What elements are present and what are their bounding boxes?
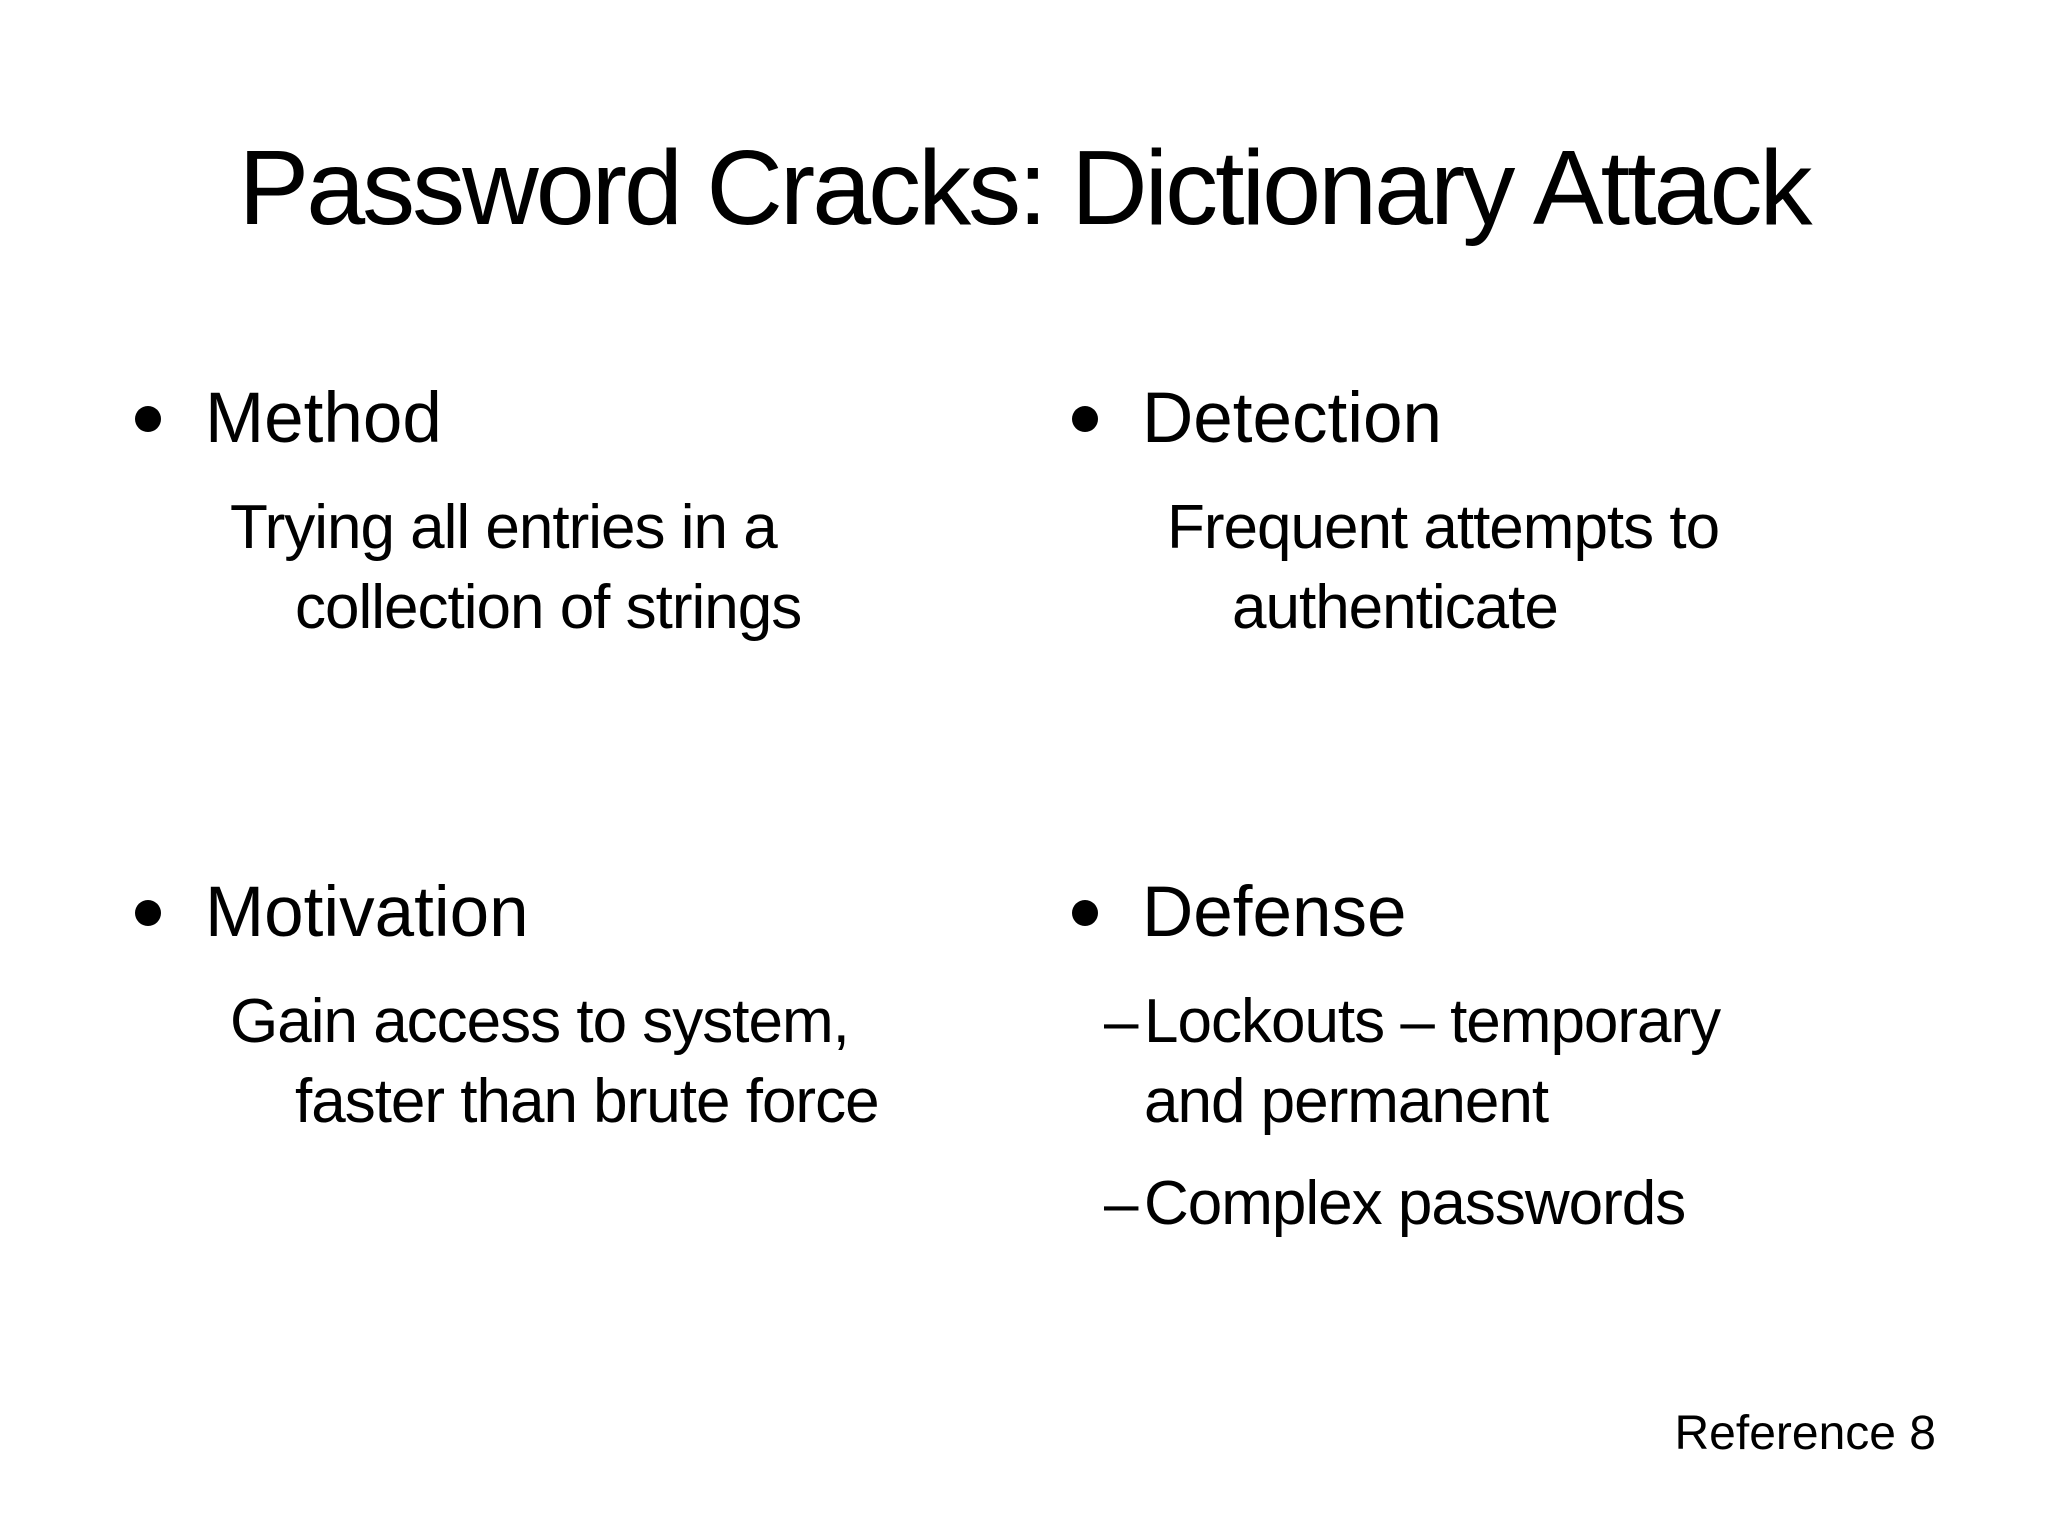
detection-heading: Detection — [1142, 379, 1442, 458]
defense-item-complex-passwords: – Complex passwords — [1104, 1164, 1992, 1244]
motivation-heading-row: Motivation — [95, 873, 1055, 952]
bullet-icon — [135, 406, 161, 432]
motivation-heading: Motivation — [205, 873, 529, 952]
motivation-body-line-2: faster than brute force — [295, 1067, 880, 1136]
method-body: Trying all entries in a collection of st… — [95, 488, 1055, 648]
bullet-icon — [1072, 406, 1098, 432]
method-heading: Method — [205, 379, 442, 458]
reference-note: Reference 8 — [1674, 1407, 1937, 1460]
defense-item-complex-passwords-text: Complex passwords — [1144, 1164, 1686, 1244]
defense-heading: Defense — [1142, 873, 1407, 952]
section-defense: Defense – Lockouts – temporary and perma… — [1032, 873, 1992, 1244]
defense-item-complex-passwords-line-1: Complex passwords — [1144, 1169, 1686, 1238]
bullet-icon — [135, 900, 161, 926]
dash-icon: – — [1104, 1169, 1138, 1238]
defense-item-lockouts-text: Lockouts – temporary and permanent — [1144, 982, 1721, 1142]
defense-body: – Lockouts – temporary and permanent – C… — [1032, 982, 1992, 1244]
detection-heading-row: Detection — [1032, 379, 1992, 458]
bullet-icon — [1072, 900, 1098, 926]
dash-icon: – — [1104, 987, 1138, 1056]
section-detection: Detection Frequent attempts to authentic… — [1032, 379, 1992, 648]
method-body-line-1: Trying all entries in a — [230, 493, 778, 562]
method-heading-row: Method — [95, 379, 1055, 458]
method-body-line-2: collection of strings — [295, 573, 802, 642]
detection-body: Frequent attempts to authenticate — [1032, 488, 1992, 648]
section-method: Method Trying all entries in a collectio… — [95, 379, 1055, 648]
section-motivation: Motivation Gain access to system, faster… — [95, 873, 1055, 1142]
motivation-body-line-1: Gain access to system, — [230, 987, 850, 1056]
detection-body-line-1: Frequent attempts to — [1167, 493, 1720, 562]
defense-item-lockouts: – Lockouts – temporary and permanent — [1104, 982, 1992, 1142]
slide-title: Password Cracks: Dictionary Attack — [238, 129, 1813, 247]
motivation-body: Gain access to system, faster than brute… — [95, 982, 1055, 1142]
defense-heading-row: Defense — [1032, 873, 1992, 952]
detection-body-line-2: authenticate — [1232, 573, 1559, 642]
defense-item-lockouts-line-2: and permanent — [1144, 1067, 1549, 1136]
defense-item-lockouts-line-1: Lockouts – temporary — [1144, 987, 1721, 1056]
